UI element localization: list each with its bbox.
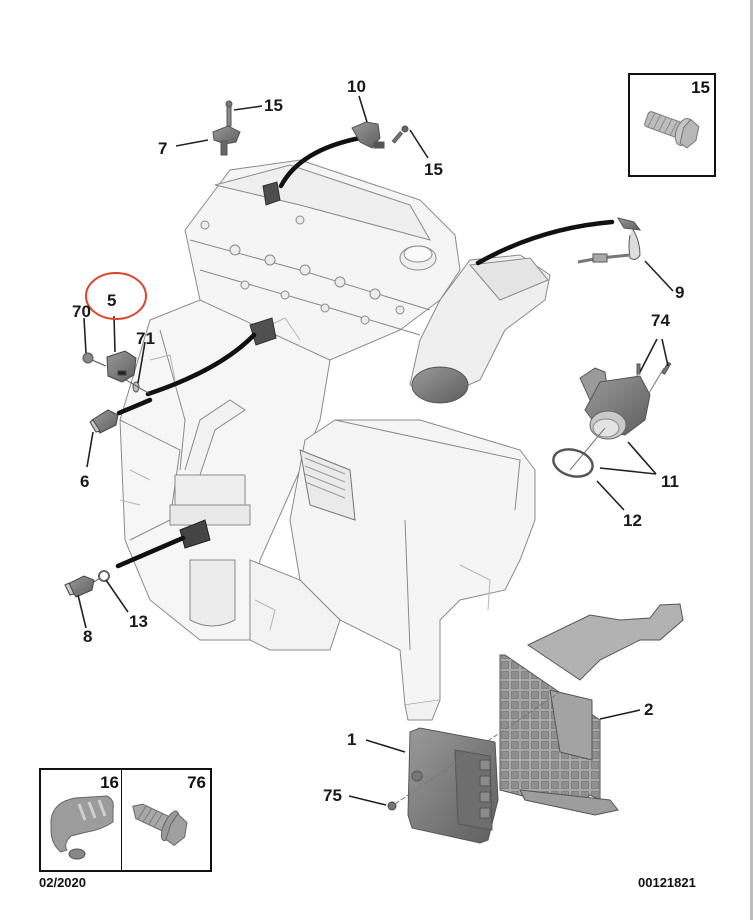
- callout-15-top-left[interactable]: 15: [264, 96, 283, 115]
- callout-1[interactable]: 1: [347, 730, 357, 749]
- callout-5[interactable]: 5: [107, 291, 117, 310]
- part-5-sensor: [106, 350, 137, 383]
- harness-clip-icon: [50, 795, 114, 860]
- part-11-throttle-body: [569, 367, 651, 471]
- flange-bolt-icon: [644, 111, 700, 149]
- callout-15-top-center[interactable]: 15: [424, 160, 443, 179]
- part-12-seal-ring: [552, 448, 594, 478]
- part-7-sensor: [212, 100, 241, 156]
- callout-74[interactable]: 74: [651, 311, 670, 330]
- callout-12[interactable]: 12: [623, 511, 642, 530]
- part-13-washer: [98, 570, 110, 582]
- callout-8[interactable]: 8: [83, 627, 93, 646]
- inset-box-76-label[interactable]: 76: [187, 773, 206, 792]
- part-6-pressure-sensor: [89, 409, 119, 434]
- leader-lines: [77, 95, 674, 806]
- callout-75[interactable]: 75: [323, 786, 342, 805]
- inset-box-15-label[interactable]: 15: [691, 78, 710, 97]
- callout-9[interactable]: 9: [675, 283, 685, 302]
- harness-leads: [115, 135, 615, 569]
- part-9-temp-sensor: [577, 217, 642, 264]
- scrollbar[interactable]: [750, 0, 753, 920]
- highlight-circle: [85, 272, 147, 320]
- inset-box-16: 16: [39, 768, 124, 872]
- callout-71[interactable]: 71: [136, 329, 155, 348]
- callout-7[interactable]: 7: [158, 139, 168, 158]
- inset-box-16-label[interactable]: 16: [100, 773, 119, 792]
- callout-6[interactable]: 6: [80, 472, 90, 491]
- part-71-seal: [125, 379, 151, 395]
- part-70-bolt: [82, 352, 107, 367]
- self-tapping-screw-icon: [132, 803, 188, 846]
- engine-block: [119, 159, 551, 721]
- part-2-bracket: [499, 603, 684, 816]
- callout-11[interactable]: 11: [661, 472, 679, 491]
- inset-box-76: 76: [121, 768, 212, 872]
- part-1-ecu: [407, 727, 499, 844]
- part-75-nut: [387, 691, 561, 811]
- callout-70[interactable]: 70: [72, 302, 91, 321]
- callout-10[interactable]: 10: [347, 77, 366, 96]
- callout-13[interactable]: 13: [129, 612, 148, 631]
- diagram-date: 02/2020: [39, 875, 86, 890]
- callout-2[interactable]: 2: [644, 700, 654, 719]
- diagram-reference: 00121821: [638, 875, 696, 890]
- inset-box-15: 15: [628, 73, 716, 177]
- part-10-sensor: [351, 121, 409, 149]
- part-8-sensor: [64, 575, 101, 598]
